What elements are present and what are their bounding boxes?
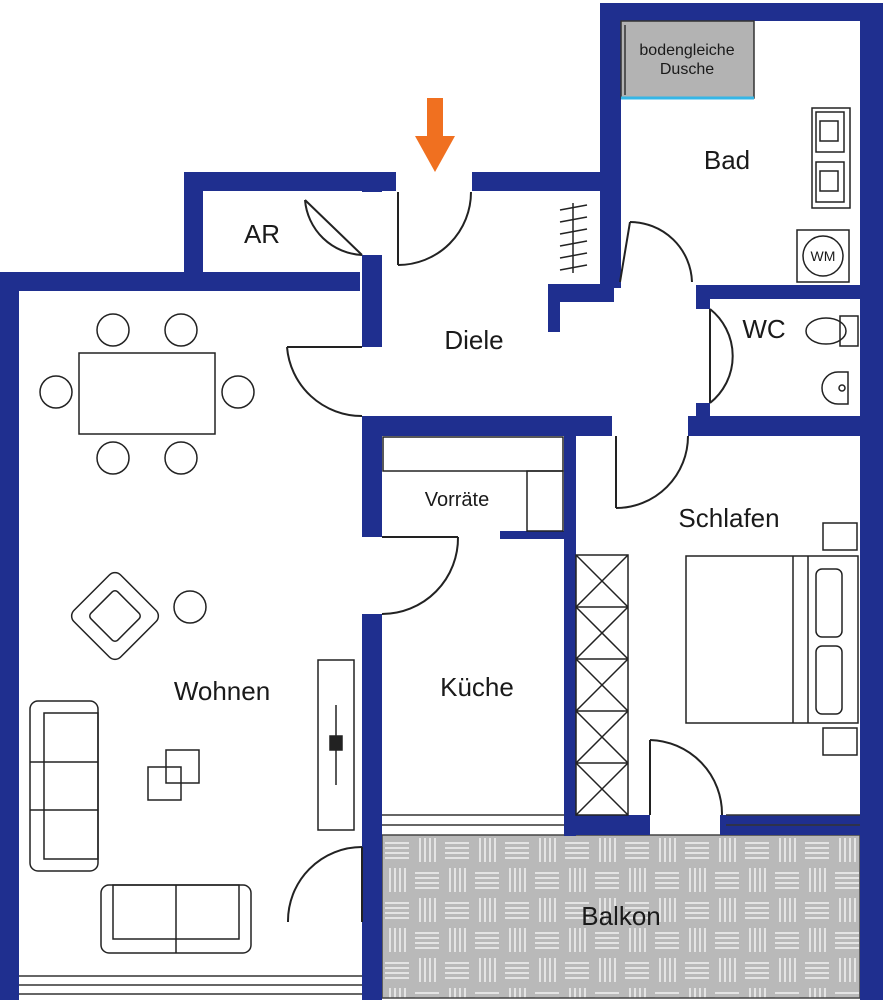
shower-label-line2: Dusche — [660, 61, 714, 78]
wardrobe-icon — [575, 554, 629, 816]
balcony-floor — [381, 834, 861, 999]
entrance-arrow-icon — [415, 98, 455, 172]
coat-rack-icon — [559, 203, 588, 273]
room-label-bad: Bad — [704, 145, 750, 175]
room-label-schlafen: Schlafen — [678, 503, 779, 533]
toilet-icon — [805, 315, 859, 347]
bath-sinks-icon — [811, 107, 851, 209]
washing-machine-label: WM — [811, 248, 836, 264]
room-label-vorraete: Vorräte — [425, 489, 489, 511]
sofa-bottom-icon — [100, 884, 252, 954]
doors — [286, 191, 734, 923]
wc-sink-icon — [821, 371, 849, 405]
tv-sideboard-icon — [317, 659, 355, 831]
washing-machine-icon: WM — [796, 229, 850, 283]
bed-icon — [685, 522, 859, 756]
pantry-shelves — [382, 436, 564, 532]
room-label-diele: Diele — [444, 325, 503, 355]
room-label-kueche: Küche — [440, 672, 514, 702]
shower-label-line1: bodengleiche — [639, 42, 734, 59]
sofa-icon — [29, 700, 99, 872]
armchair-icon — [70, 571, 160, 661]
side-table-icon — [173, 590, 207, 624]
shower: bodengleiche Dusche — [620, 20, 755, 100]
room-label-ar: AR — [244, 219, 280, 249]
coffee-table-icon — [147, 749, 200, 801]
room-label-wohnen: Wohnen — [174, 676, 270, 706]
windows — [19, 814, 860, 995]
room-label-balkon: Balkon — [581, 901, 661, 931]
dining-table-icon — [39, 313, 255, 475]
room-label-wc: WC — [742, 314, 785, 344]
walls — [0, 3, 883, 1000]
